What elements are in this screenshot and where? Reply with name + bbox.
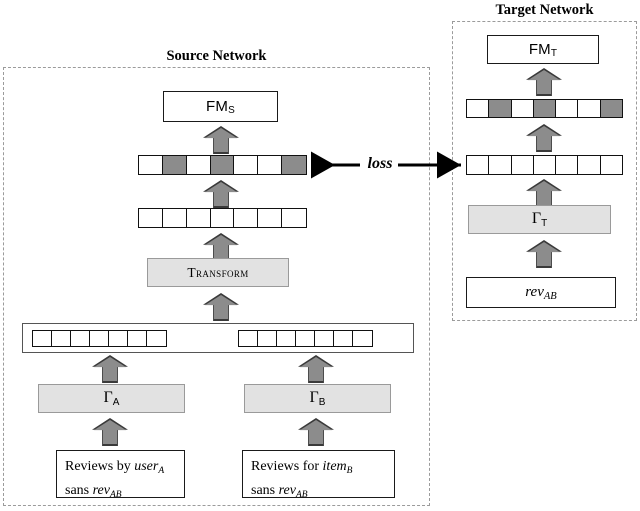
vector-cell [161, 208, 188, 228]
vector-cell [70, 330, 91, 347]
source-network-title: Source Network [166, 48, 267, 64]
vector-cell [577, 155, 602, 175]
transform-label: Transform [187, 264, 249, 280]
vector-cell [599, 155, 624, 175]
vector-cell [333, 330, 354, 347]
vector-cell [161, 155, 188, 175]
source-output-vector [138, 155, 307, 175]
input-b-line-1: Reviews for itemB [251, 459, 353, 476]
vector-cell [555, 155, 579, 175]
target-network-title: Target Network [495, 2, 594, 18]
vector-cell [209, 155, 235, 175]
transform-box: Transform [147, 258, 289, 287]
target-input-rev-box: revAB [466, 277, 616, 308]
target-input-vector [466, 155, 624, 175]
source-hidden-vector [138, 208, 307, 228]
vector-cell [89, 330, 110, 347]
encoder-gamma-b-label: ΓB [309, 389, 326, 408]
vector-cell [185, 155, 212, 175]
vector-cell [295, 330, 316, 347]
target-input-rev-label: revAB [525, 283, 557, 302]
vector-cell [233, 208, 259, 228]
loss-label: loss [367, 155, 393, 172]
vector-cell [276, 330, 297, 347]
encoder-gamma-t-label: ΓT [531, 210, 548, 229]
vector-cell [281, 208, 307, 228]
vector-cell [257, 330, 278, 347]
vector-cell [488, 155, 513, 175]
vector-cell [209, 208, 235, 228]
concat-right-vector [238, 330, 373, 347]
vector-cell [233, 155, 259, 175]
vector-cell [488, 99, 513, 118]
input-a-line-1: Reviews by userA [65, 459, 165, 476]
vector-cell [555, 99, 579, 118]
vector-cell [108, 330, 129, 347]
vector-cell [127, 330, 148, 347]
encoder-gamma-a-label: ΓA [103, 389, 120, 408]
vector-cell [185, 208, 212, 228]
target-fm-label: FMT [528, 40, 558, 59]
vector-cell [32, 330, 53, 347]
vector-cell [257, 208, 283, 228]
vector-cell [599, 99, 624, 118]
concat-left-vector [32, 330, 167, 347]
input-b-line-2: sans revAB [251, 483, 308, 500]
source-fm-label: FMS [206, 97, 235, 116]
vector-cell [146, 330, 167, 347]
encoder-gamma-b-box: ΓB [244, 384, 391, 413]
vector-cell [257, 155, 283, 175]
vector-cell [532, 155, 557, 175]
input-reviews-item-b-box: Reviews for itemB sans revAB [242, 450, 395, 500]
input-a-line-2: sans revAB [65, 483, 122, 500]
vector-cell [281, 155, 307, 175]
vector-cell [138, 155, 164, 175]
vector-cell [466, 99, 490, 118]
target-fm-box: FMT [487, 35, 599, 64]
vector-cell [532, 99, 557, 118]
encoder-gamma-a-box: ΓA [38, 384, 185, 413]
vector-cell [352, 330, 373, 347]
encoder-gamma-t-box: ΓT [468, 205, 611, 234]
vector-cell [510, 99, 535, 118]
vector-cell [138, 208, 164, 228]
vector-cell [314, 330, 335, 347]
vector-cell [238, 330, 259, 347]
vector-cell [466, 155, 490, 175]
source-fm-box: FMS [163, 91, 278, 122]
vector-cell [51, 330, 72, 347]
vector-cell [577, 99, 602, 118]
target-output-vector [466, 99, 624, 118]
input-reviews-user-a-box: Reviews by userA sans revAB [56, 450, 185, 500]
source-network-frame [3, 67, 430, 506]
vector-cell [510, 155, 535, 175]
